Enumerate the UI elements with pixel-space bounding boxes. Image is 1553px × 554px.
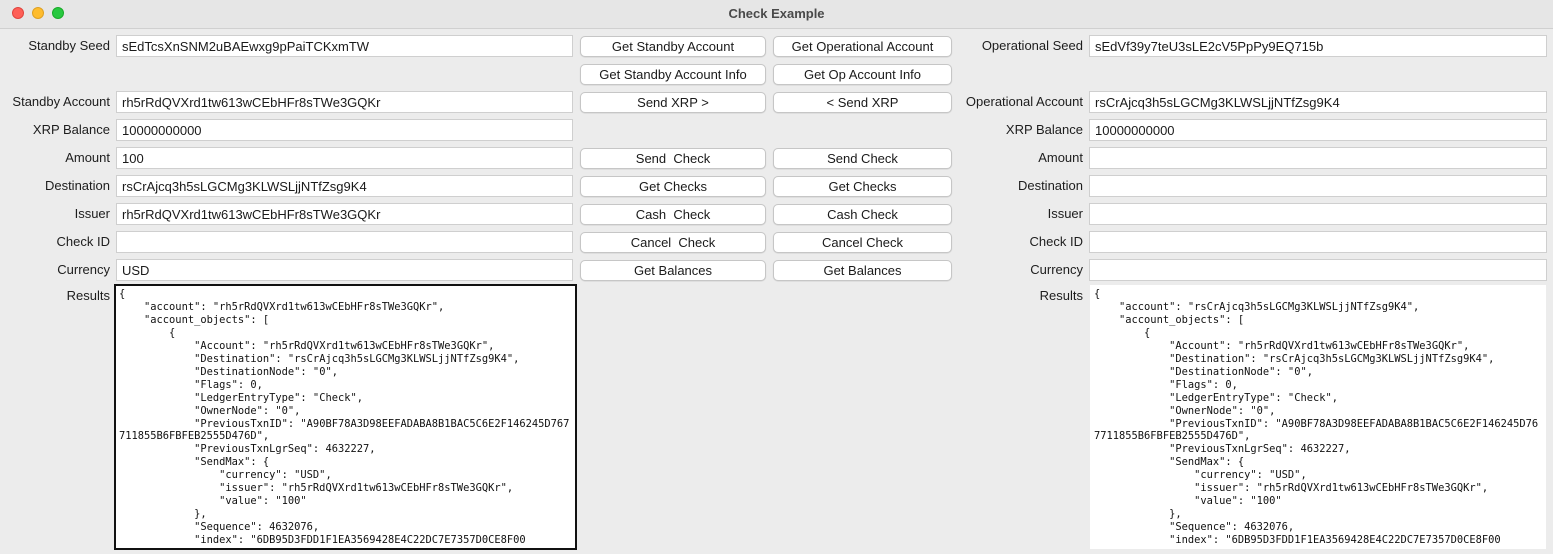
operational-cancel-check-button[interactable]: Cancel Check bbox=[773, 232, 952, 253]
operational-results-textarea[interactable]: { "account": "rsCrAjcq3h5sLGCMg3KLWSLjjN… bbox=[1089, 284, 1547, 550]
standby-check-id-label: Check ID bbox=[56, 234, 110, 249]
operational-check-id-field[interactable] bbox=[1089, 231, 1547, 253]
operational-xrp-balance-field[interactable] bbox=[1089, 119, 1547, 141]
standby-issuer-label: Issuer bbox=[74, 206, 110, 221]
standby-send-check-button[interactable]: Send Check bbox=[580, 148, 766, 169]
get-op-account-info-button[interactable]: Get Op Account Info bbox=[773, 64, 952, 85]
standby-get-checks-button[interactable]: Get Checks bbox=[580, 176, 766, 197]
standby-issuer-field[interactable] bbox=[116, 203, 573, 225]
operational-check-id-label: Check ID bbox=[1029, 234, 1083, 249]
window-title: Check Example bbox=[728, 6, 825, 21]
minimize-window-button[interactable] bbox=[32, 7, 44, 19]
operational-results-label: Results bbox=[1039, 288, 1083, 303]
standby-get-balances-button[interactable]: Get Balances bbox=[580, 260, 766, 281]
standby-amount-field[interactable] bbox=[116, 147, 573, 169]
standby-results-textarea[interactable]: { "account": "rh5rRdQVXrd1tw613wCEbHFr8s… bbox=[114, 284, 577, 550]
operational-destination-label: Destination bbox=[1017, 178, 1083, 193]
standby-amount-label: Amount bbox=[65, 150, 110, 165]
operational-seed-field[interactable] bbox=[1089, 35, 1547, 57]
maximize-window-button[interactable] bbox=[52, 7, 64, 19]
operational-amount-label: Amount bbox=[1038, 150, 1083, 165]
standby-xrp-balance-label: XRP Balance bbox=[32, 122, 110, 137]
operational-destination-field[interactable] bbox=[1089, 175, 1547, 197]
standby-seed-field[interactable] bbox=[116, 35, 573, 57]
title-bar: Check Example bbox=[0, 0, 1553, 29]
operational-currency-field[interactable] bbox=[1089, 259, 1547, 281]
standby-currency-label: Currency bbox=[57, 262, 110, 277]
operational-send-check-button[interactable]: Send Check bbox=[773, 148, 952, 169]
standby-results-label: Results bbox=[66, 288, 110, 303]
close-window-button[interactable] bbox=[12, 7, 24, 19]
standby-cancel-check-button[interactable]: Cancel Check bbox=[580, 232, 766, 253]
standby-seed-label: Standby Seed bbox=[28, 38, 110, 53]
operational-account-field[interactable] bbox=[1089, 91, 1547, 113]
standby-destination-label: Destination bbox=[44, 178, 110, 193]
standby-account-field[interactable] bbox=[116, 91, 573, 113]
standby-account-label: Standby Account bbox=[12, 94, 110, 109]
operational-seed-label: Operational Seed bbox=[981, 38, 1083, 53]
operational-currency-label: Currency bbox=[1030, 262, 1083, 277]
standby-cash-check-button[interactable]: Cash Check bbox=[580, 204, 766, 225]
get-operational-account-button[interactable]: Get Operational Account bbox=[773, 36, 952, 57]
send-xrp-to-standby-button[interactable]: < Send XRP bbox=[773, 92, 952, 113]
operational-amount-field[interactable] bbox=[1089, 147, 1547, 169]
operational-account-label: Operational Account bbox=[965, 94, 1083, 109]
operational-cash-check-button[interactable]: Cash Check bbox=[773, 204, 952, 225]
send-xrp-to-operational-button[interactable]: Send XRP > bbox=[580, 92, 766, 113]
standby-destination-field[interactable] bbox=[116, 175, 573, 197]
standby-check-id-field[interactable] bbox=[116, 231, 573, 253]
standby-currency-field[interactable] bbox=[116, 259, 573, 281]
operational-issuer-field[interactable] bbox=[1089, 203, 1547, 225]
operational-get-balances-button[interactable]: Get Balances bbox=[773, 260, 952, 281]
operational-xrp-balance-label: XRP Balance bbox=[1005, 122, 1083, 137]
get-standby-account-info-button[interactable]: Get Standby Account Info bbox=[580, 64, 766, 85]
standby-xrp-balance-field[interactable] bbox=[116, 119, 573, 141]
operational-issuer-label: Issuer bbox=[1047, 206, 1083, 221]
get-standby-account-button[interactable]: Get Standby Account bbox=[580, 36, 766, 57]
operational-get-checks-button[interactable]: Get Checks bbox=[773, 176, 952, 197]
